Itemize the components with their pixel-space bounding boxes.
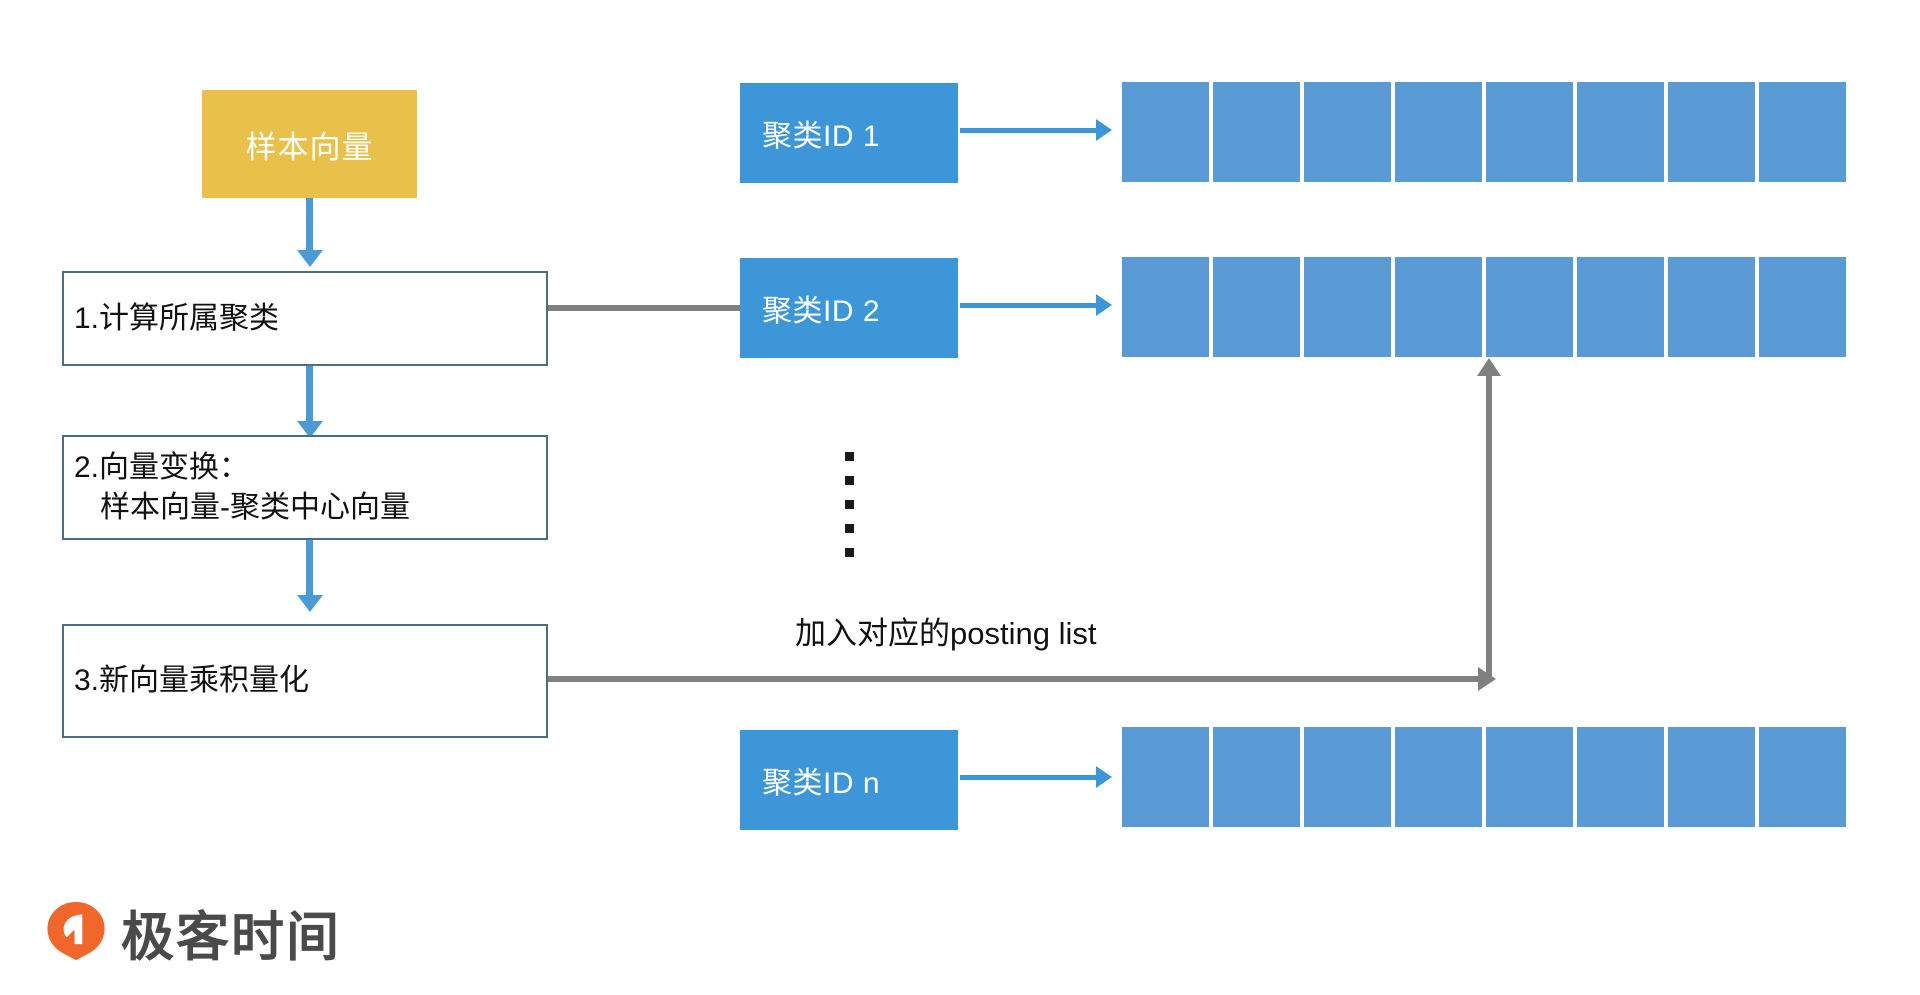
cluster-box-1: 聚类ID 1 (740, 83, 958, 183)
arrow-shaft (306, 366, 313, 421)
posting-cell (1395, 257, 1482, 357)
posting-cell (1213, 727, 1300, 827)
process-step-2-line-1: 2.向量变换： (74, 450, 250, 484)
ellipsis-dot (845, 500, 854, 509)
brand-logo-text: 极客时间 (121, 908, 341, 967)
posting-cell (1213, 82, 1300, 182)
cluster-box-1-label: 聚类ID 1 (762, 120, 881, 153)
posting-cell (1759, 727, 1846, 827)
posting-cell (1395, 82, 1482, 182)
arrow-shaft (960, 775, 1096, 780)
ellipsis-dot (845, 524, 854, 533)
connector-vertical-line (1486, 376, 1492, 681)
cluster-box-n: 聚类ID n (740, 730, 958, 830)
arrow-shaft (960, 303, 1096, 308)
posting-cell (1395, 727, 1482, 827)
cluster-list-ellipsis (845, 452, 854, 557)
posting-list-n (1122, 727, 1852, 827)
connector-horizontal-line (548, 676, 1492, 682)
process-step-3: 3.新向量乘积量化 (62, 624, 548, 738)
cluster-box-n-label: 聚类ID n (762, 767, 881, 800)
posting-cell (1577, 82, 1664, 182)
posting-cell (1486, 82, 1573, 182)
ellipsis-dot (845, 452, 854, 461)
arrow-shaft (306, 540, 313, 595)
geekbang-logo-mark-icon (45, 900, 107, 967)
posting-cell (1122, 257, 1209, 357)
posting-cell (1304, 727, 1391, 827)
posting-cell (1122, 727, 1209, 827)
arrow-head (1096, 294, 1112, 316)
arrow-head (297, 595, 323, 612)
process-step-1: 1.计算所属聚类 (62, 271, 548, 366)
posting-cell (1577, 727, 1664, 827)
brand-logo: 极客时间 (45, 895, 341, 971)
connector-arrow-head-up (1477, 358, 1501, 376)
arrow-shaft (306, 198, 313, 250)
posting-list-2 (1122, 257, 1852, 357)
arrow-head (297, 250, 323, 267)
cluster-box-2: 聚类ID 2 (740, 258, 958, 358)
source-node-sample-vector: 样本向量 (202, 90, 417, 198)
posting-list-1 (1122, 82, 1852, 182)
ellipsis-dot (845, 476, 854, 485)
posting-cell (1759, 257, 1846, 357)
arrow-head (1096, 766, 1112, 788)
connector-caption: 加入对应的posting list (795, 616, 1097, 651)
arrow-head (1096, 119, 1112, 141)
posting-cell (1668, 82, 1755, 182)
process-step-3-line-1: 3.新向量乘积量化 (74, 664, 310, 698)
connector-line (548, 305, 744, 311)
posting-cell (1486, 257, 1573, 357)
posting-cell (1304, 257, 1391, 357)
posting-cell (1486, 727, 1573, 827)
posting-cell (1304, 82, 1391, 182)
arrow-shaft (960, 128, 1096, 133)
posting-cell (1213, 257, 1300, 357)
cluster-box-2-label: 聚类ID 2 (762, 295, 881, 328)
posting-cell (1122, 82, 1209, 182)
source-node-label: 样本向量 (245, 129, 374, 165)
ellipsis-dot (845, 548, 854, 557)
posting-cell (1668, 727, 1755, 827)
posting-cell (1577, 257, 1664, 357)
process-step-2: 2.向量变换： 样本向量-聚类中心向量 (62, 435, 548, 540)
posting-cell (1668, 257, 1755, 357)
process-step-2-line-2: 样本向量-聚类中心向量 (100, 490, 410, 524)
process-step-1-line-1: 1.计算所属聚类 (74, 301, 280, 335)
posting-cell (1759, 82, 1846, 182)
arrow-head (297, 421, 323, 438)
